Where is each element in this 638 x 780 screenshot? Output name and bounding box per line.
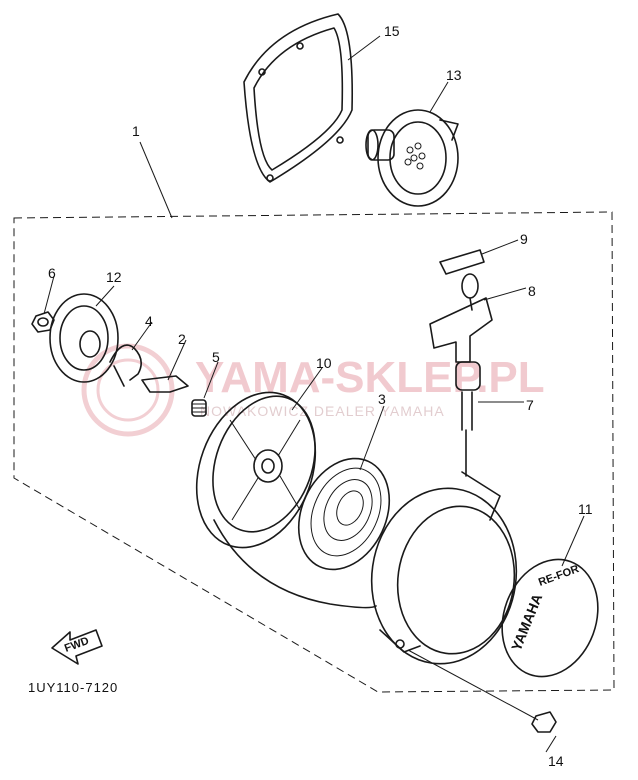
watermark-logo-ring	[81, 343, 175, 437]
part-13-starter-pulley	[365, 109, 459, 207]
watermark-subtitle: NOWAKOWICZ DEALER YAMAHA	[200, 403, 445, 419]
callout-9: 9	[520, 231, 528, 247]
emblem-text: RE-FOR	[537, 563, 581, 589]
part-5-spring	[191, 399, 207, 417]
callout-8: 8	[528, 283, 536, 299]
watermark-title: YAMA-SKLEP.PL	[195, 353, 545, 402]
callouts: 1 2 3 4 5 6 7 8 9 10 11 12 13 14 15	[48, 23, 593, 769]
callout-6: 6	[48, 265, 56, 281]
part-2-pawl	[141, 375, 189, 393]
emblem-brand: YAMAHA	[508, 591, 545, 653]
callout-1: 1	[132, 123, 140, 139]
callout-10: 10	[316, 355, 332, 371]
callout-2: 2	[178, 331, 186, 347]
callout-4: 4	[145, 313, 153, 329]
part-10-reel	[195, 391, 317, 549]
callout-15: 15	[384, 23, 400, 39]
watermark-logo-inner	[96, 358, 160, 422]
assembly-dashed-outline	[13, 211, 615, 693]
part-15-gasket	[243, 13, 354, 183]
starter-rope	[213, 519, 377, 609]
part-14-bolt	[407, 649, 557, 733]
part-9-cap	[439, 249, 485, 275]
callout-7: 7	[526, 397, 534, 413]
callout-14: 14	[548, 753, 564, 769]
callout-13: 13	[446, 67, 462, 83]
leader-lines	[43, 35, 585, 753]
part-code: 1UY110-7120	[28, 680, 118, 695]
part-4-spring-clip	[109, 344, 142, 387]
part-8-handle	[429, 273, 493, 363]
part-3-recoil-spring	[297, 457, 391, 571]
watermark: YAMA-SKLEP.PL NOWAKOWICZ DEALER YAMAHA	[81, 343, 545, 437]
callout-12: 12	[106, 269, 122, 285]
callout-5: 5	[212, 349, 220, 365]
part-7-rope-guide	[455, 361, 481, 477]
starter-housing	[370, 471, 518, 665]
callout-3: 3	[378, 391, 386, 407]
fwd-arrow: FWD	[51, 629, 103, 665]
part-12-plate	[49, 293, 119, 383]
callout-11: 11	[578, 501, 593, 517]
